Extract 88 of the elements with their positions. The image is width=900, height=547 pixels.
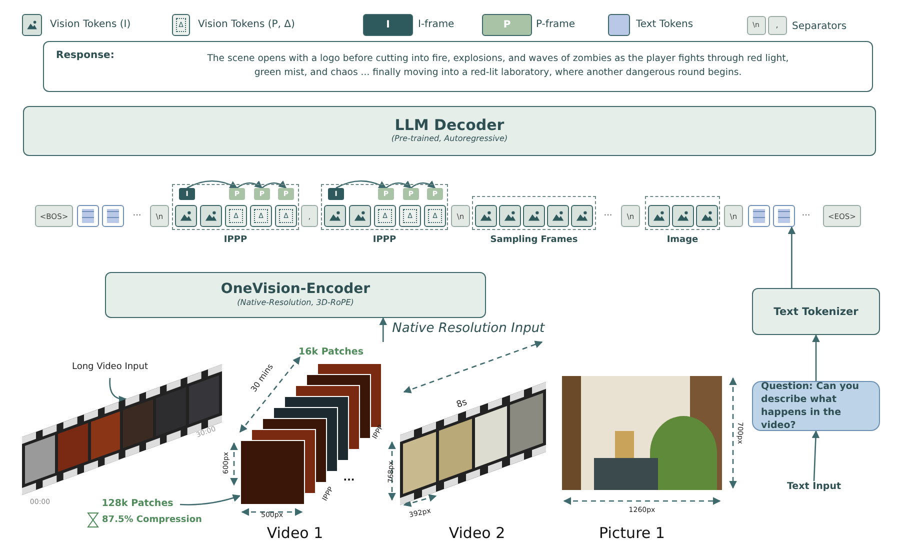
curved-arrow [180, 494, 241, 506]
input-label: Long Video Input [60, 362, 160, 378]
arrow [788, 226, 796, 288]
process-box [105, 272, 486, 318]
curved-arrow [109, 378, 127, 404]
arrow [812, 430, 820, 482]
image-token-icon [571, 205, 593, 227]
delta-token [424, 205, 446, 227]
p-frame-badge [427, 188, 443, 200]
box-heading: Response: [56, 50, 114, 61]
delta-token [250, 205, 272, 227]
p-frame-badge [378, 188, 394, 200]
i-frame-badge [179, 188, 195, 200]
separator-token [35, 205, 73, 227]
legend-text: Vision Tokens (P, Δ) [198, 19, 295, 30]
p-frame-badge [254, 188, 270, 200]
annotation: 16k Patches [298, 346, 364, 358]
box-title: OneVision-Encoder [220, 283, 370, 295]
separator-token [451, 205, 470, 227]
delta-token [374, 205, 396, 227]
group-label: Image [666, 235, 700, 245]
legend-sample-text: P [503, 20, 511, 30]
box-title: LLM Decoder [394, 119, 504, 131]
patch-count-text: 128k Patches [95, 498, 180, 511]
question-box [752, 381, 880, 431]
image-token-icon [175, 205, 197, 227]
image-token-icon [499, 205, 521, 227]
separator-token [301, 205, 318, 227]
curved-arrow [386, 180, 412, 189]
separator-token [823, 205, 861, 227]
legend-text: Text Tokens [636, 19, 694, 30]
group-label: IPPP [222, 235, 248, 245]
p-frame-badge [403, 188, 419, 200]
separator-token [724, 205, 743, 227]
box-subtitle: (Native-Resolution, 3D-RoPE) [237, 298, 354, 307]
response-box [43, 41, 873, 92]
curved-arrow [410, 180, 436, 189]
annotation: 8s [455, 398, 469, 410]
legend-text: Separators [792, 21, 847, 32]
ellipsis: ··· [802, 211, 810, 221]
caption: Video 2 [448, 524, 506, 542]
box-title: Text Tokenizer [774, 306, 858, 318]
image-token-icon [324, 205, 346, 227]
legend-sample-text: , [776, 20, 778, 30]
text-token-icon [77, 205, 99, 227]
input-label: Text Input [770, 481, 858, 497]
curved-arrow [262, 180, 287, 189]
image-token-icon [200, 205, 222, 227]
legend-text: I-frame [418, 19, 454, 30]
box-title: Question: Can you describe what happens in the video? [761, 380, 860, 432]
caption: Picture 1 [599, 524, 665, 542]
box-subtitle: (Pre-trained, Autoregressive) [391, 134, 508, 143]
legend-text: P-frame [536, 19, 576, 30]
annotation: 87.5% Compression [102, 515, 202, 525]
delta-token [225, 205, 247, 227]
response-text: The scene opens with a logo before cutting into fire, explosions, and waves of zombies as the player fights through red light, green mist, and chaos ... finally moving into a red-lit laboratory, where another dangerous round begins. [206, 52, 790, 80]
process-box [752, 288, 880, 335]
annotation: ... [343, 472, 355, 484]
arrow [379, 317, 388, 342]
text-token-icon [102, 205, 124, 227]
caption: Video 1 [266, 524, 324, 542]
separator-token [621, 205, 640, 227]
arrow [812, 334, 820, 381]
p-frame-badge [229, 188, 245, 200]
group-label: Sampling Frames [489, 235, 579, 245]
image-token-icon [696, 205, 718, 227]
group-label: IPPP [372, 235, 398, 245]
ellipsis: ··· [132, 211, 142, 221]
legend-sample-text: I [386, 20, 390, 30]
delta-token [399, 205, 421, 227]
p-frame-badge [278, 188, 294, 200]
image-token-icon [349, 205, 371, 227]
image-token-icon [523, 205, 545, 227]
edge-label: Native Resolution Input [390, 321, 547, 336]
process-box [23, 106, 876, 156]
image-token-icon [648, 205, 670, 227]
text-token-icon [748, 205, 770, 227]
image-token-icon [547, 205, 569, 227]
image-token-icon [672, 205, 694, 227]
text-token-icon [773, 205, 795, 227]
separator-token [150, 205, 169, 227]
image-token-icon [475, 205, 497, 227]
window-photo-picture [562, 376, 722, 490]
ellipsis: ··· [604, 211, 612, 221]
i-frame-badge [328, 188, 344, 200]
delta-token [275, 205, 297, 227]
legend-text: Vision Tokens (I) [50, 19, 131, 30]
curved-arrow [236, 180, 263, 189]
